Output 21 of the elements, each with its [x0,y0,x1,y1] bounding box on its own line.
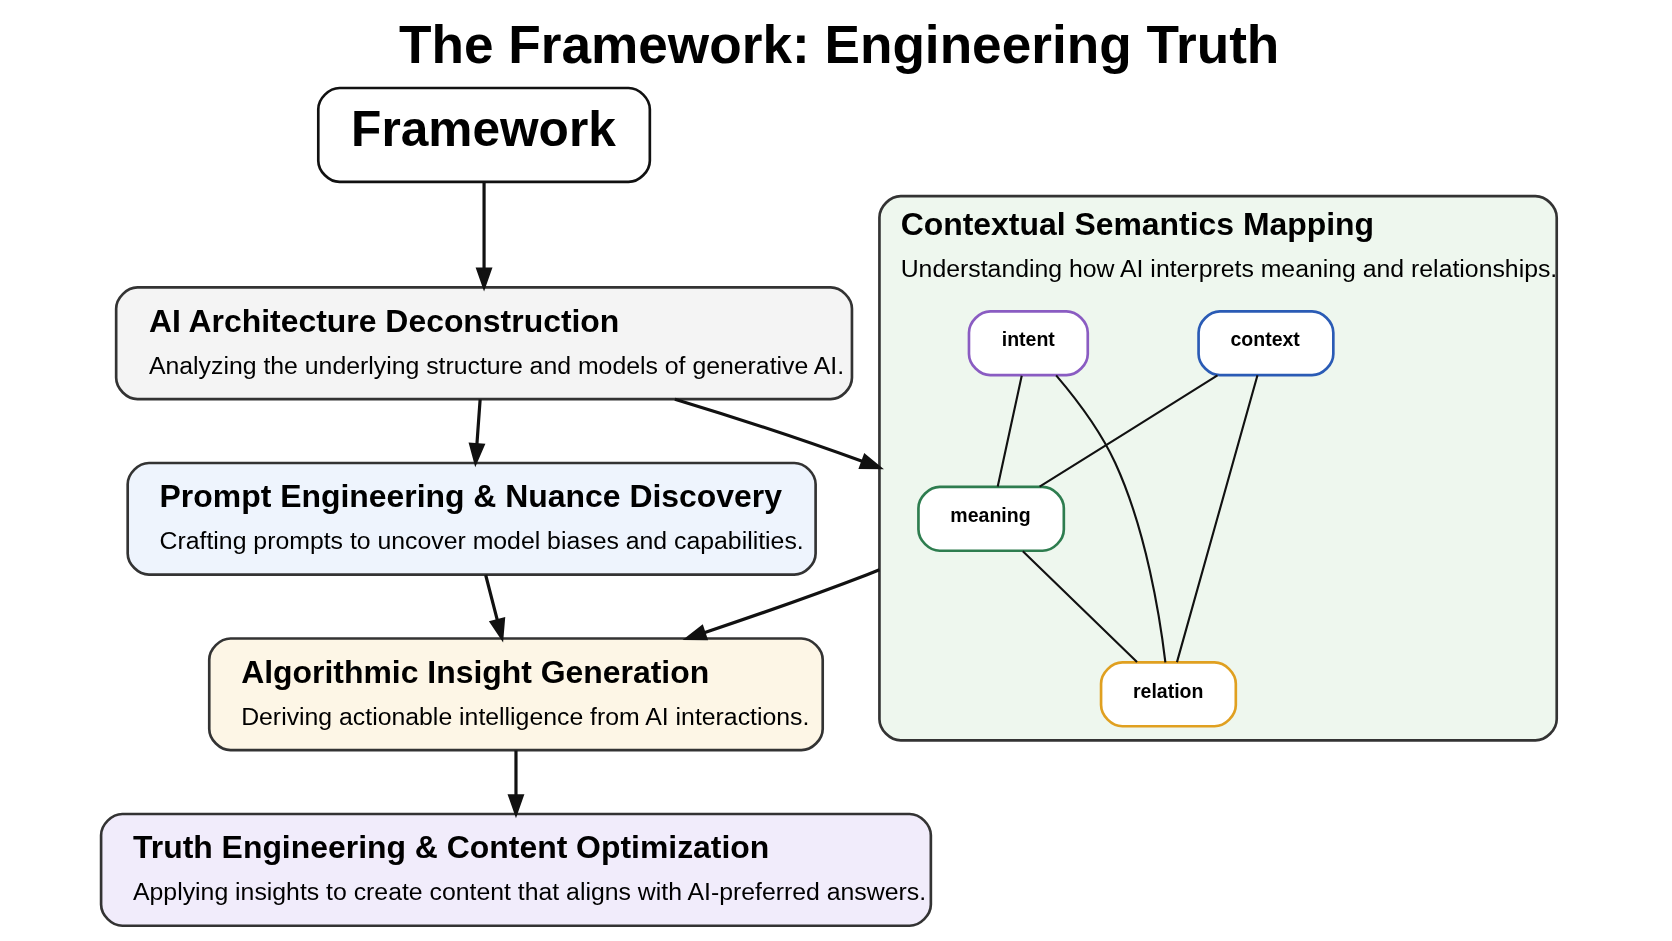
node-box: context [1197,310,1335,377]
arrow [484,574,506,643]
arrow [468,399,486,468]
diagram-title: The Framework: Engineering Truth [398,15,1280,75]
connector [1022,550,1138,663]
arrow [475,182,493,292]
node-box: relation [1099,661,1238,728]
node-box: Algorithmic Insight Generation Deriving actionable intelligence from AI interactions. [207,637,825,752]
connector [996,375,1023,487]
node-box: AI Architecture Deconstruction Analyzing the underlying structure and models of generative AI. [114,286,854,401]
arrow [507,750,525,819]
connector [1039,374,1219,488]
arrow [682,568,881,641]
arrow [674,397,884,470]
node-box: Prompt Engineering & Nuance Discovery Crafting prompts to uncover model biases and capabilities. [126,461,817,576]
connector [1055,374,1167,663]
connector [1175,375,1259,663]
node-box: meaning [917,485,1066,553]
node-box: intent [967,310,1090,377]
node-box: Framework [316,86,652,184]
node-box: Truth Engineering & Content Optimization Applying insights to create content that aligns with AI-preferred answers. [99,812,933,928]
